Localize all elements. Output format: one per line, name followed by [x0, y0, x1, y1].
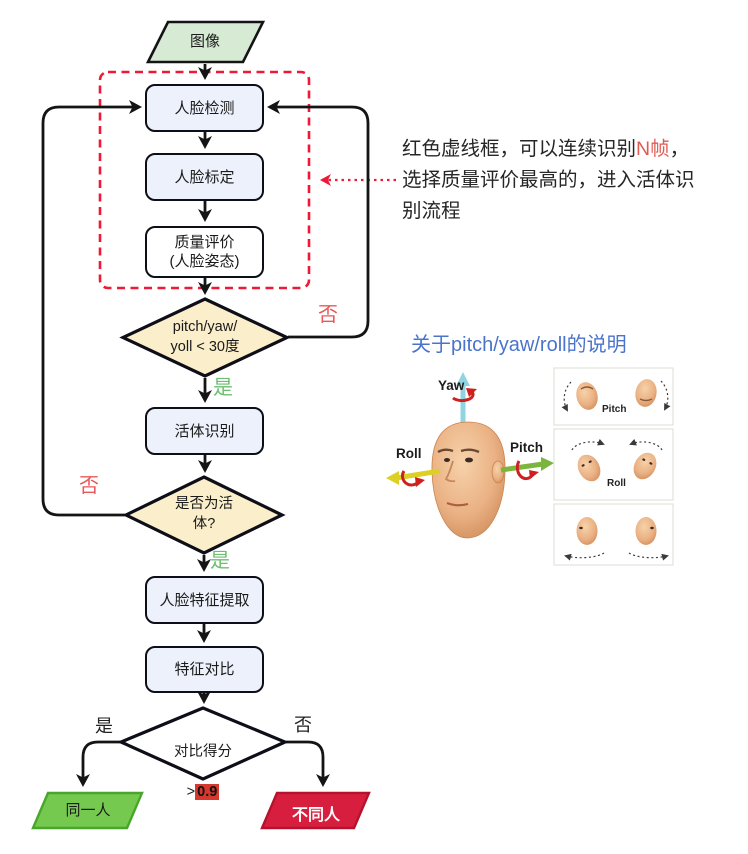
- edge-label-yes-pose: 是: [213, 377, 233, 399]
- node-feature-extract: 人脸特征提取: [145, 576, 264, 624]
- node-liveness-check-label: 是否为活 体?: [175, 496, 233, 532]
- pose-explain-heading: 关于pitch/yaw/roll的说明: [411, 334, 627, 356]
- same-person-parallelogram: [31, 791, 144, 830]
- edge-label-no-score: 否: [294, 715, 312, 735]
- roll-axis-label: Roll: [396, 446, 422, 461]
- edge-label-yes-score: 是: [95, 716, 113, 736]
- annotation-nframes-accent: N帧: [636, 138, 670, 160]
- yaw-axis-label: Yaw: [438, 378, 465, 393]
- panel-roll-label: Roll: [607, 478, 626, 489]
- annotation-line3: 别流程: [402, 200, 461, 222]
- pose-check-diamond: [119, 297, 291, 378]
- flow-connectors: [41, 64, 370, 787]
- node-pose-check-label: pitch/yaw/ yoll < 30度: [170, 319, 240, 355]
- node-feature-compare: 特征对比: [145, 646, 264, 693]
- dashed-box-annotation: 红色虚线框，可以连续识别N帧， 选择质量评价最高的，进入活体识 别流程: [402, 134, 695, 227]
- edge-label-no-pose: 否: [318, 304, 338, 326]
- annotation-line1-pre: 红色虚线框，可以连续识别: [402, 138, 637, 160]
- start-parallelogram: [145, 20, 266, 64]
- pose-examples-panel: [553, 367, 674, 566]
- edge-label-yes-liveness: 是: [210, 550, 230, 572]
- edge-label-no-liveness: 否: [79, 475, 99, 497]
- node-diff-person-label: 不同人: [291, 807, 340, 824]
- annotation-line1: 红色虚线框，可以连续识别N帧，: [402, 134, 695, 165]
- panel-pitch-label: Pitch: [602, 404, 627, 415]
- score-value-highlight: 0.9: [195, 784, 220, 800]
- loop-pose-no: [267, 100, 370, 339]
- node-same-person-label: 同一人: [65, 802, 111, 819]
- node-liveness: 活体识别: [145, 407, 264, 455]
- head-pose-illustration: [386, 372, 554, 539]
- node-start-label: 图像: [189, 33, 220, 50]
- pitch-axis-label: Pitch: [510, 440, 544, 455]
- loop-check-no: [41, 100, 142, 517]
- branch-score-no: [286, 740, 330, 787]
- score-check-diamond: [116, 706, 290, 781]
- score-gt: >: [186, 784, 196, 800]
- node-quality-eval: 质量评价 (人脸姿态): [145, 226, 264, 278]
- node-score-check-label: 对比得分 >0.9: [143, 722, 263, 802]
- score-title: 对比得分: [174, 744, 232, 760]
- liveness-check-diamond: [122, 475, 286, 555]
- node-face-align: 人脸标定: [145, 153, 264, 201]
- branch-score-yes: [76, 740, 122, 787]
- diff-person-parallelogram: [260, 791, 371, 830]
- annotation-line2: 选择质量评价最高的，进入活体识: [402, 169, 695, 191]
- annotation-line1-post: ，: [669, 138, 690, 160]
- node-face-detect: 人脸检测: [145, 84, 264, 132]
